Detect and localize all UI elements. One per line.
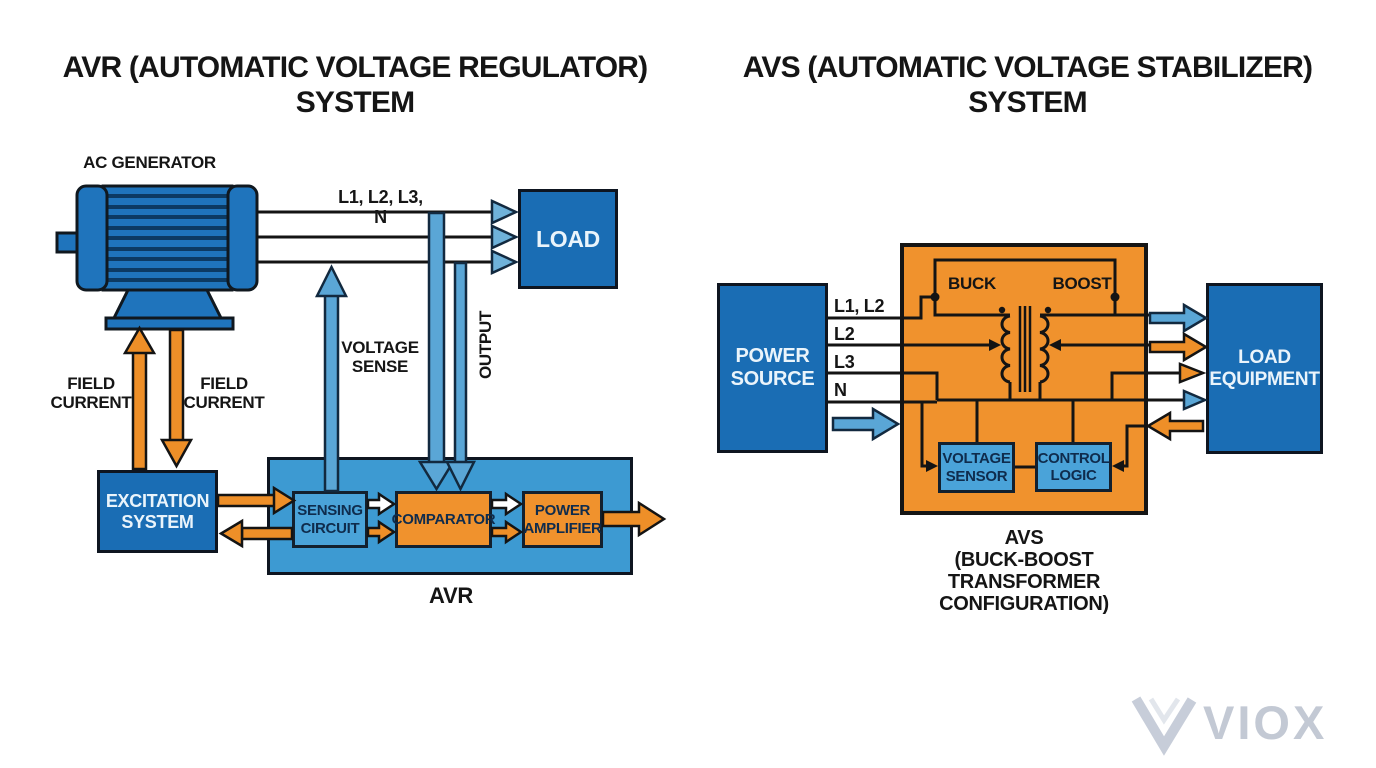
power-source-box: POWER SOURCE: [717, 283, 828, 453]
voltage-sensor-box: VOLTAGE SENSOR: [938, 442, 1015, 493]
field-current-label-left: FIELD CURRENT: [50, 374, 132, 413]
avs-caption-line2: (BUCK-BOOST TRANSFORMER: [947, 549, 1101, 593]
power-source-arrow: [831, 406, 901, 442]
excitation-system-label: EXCITATION SYSTEM: [105, 490, 210, 532]
line-label-l1l2: L1, L2: [834, 296, 885, 316]
load-equipment-label: LOAD EQUIPMENT: [1209, 346, 1320, 390]
output-label: OUTPUT: [476, 310, 495, 380]
comparator-label: COMPARATOR: [391, 510, 496, 528]
avs-caption: AVS (BUCK-BOOST TRANSFORMER CONFIGURATIO…: [879, 527, 1169, 615]
avs-title-line1: AVS (AUTOMATIC VOLTAGE STABILIZER): [742, 51, 1313, 84]
avs-caption-line3: CONFIGURATION): [939, 593, 1109, 615]
load-return-arrow: [1145, 410, 1205, 442]
avs-caption-line1: AVS: [1004, 527, 1044, 549]
viox-logo-mark: [1131, 696, 1197, 756]
power-amplifier-label: POWER AMPLIFIER: [523, 502, 602, 537]
load-input-arrowheads: [490, 199, 520, 275]
ac-generator-label: AC GENERATOR: [83, 153, 216, 172]
field-current-label-right: FIELD CURRENT: [183, 374, 265, 413]
comparator-box: COMPARATOR: [392, 491, 496, 548]
sensing-circuit-label: SENSING CIRCUIT: [297, 502, 363, 537]
sensing-circuit-box: SENSING CIRCUIT: [292, 491, 368, 548]
power-amplifier-box: POWER AMPLIFIER: [522, 491, 603, 548]
power-source-label: POWER SOURCE: [730, 345, 815, 390]
excitation-system-box: EXCITATION SYSTEM: [97, 470, 218, 553]
control-logic-label: CONTROL LOGIC: [1037, 449, 1110, 484]
phase-lines-label: L1, L2, L3, N: [338, 187, 423, 228]
output-feedback-arrows: [417, 211, 477, 492]
voltage-sense-label: VOLTAGE SENSE: [341, 338, 419, 377]
line-label-n: N: [834, 380, 847, 400]
buck-label: BUCK: [948, 274, 996, 293]
avs-output-arrows: [1145, 302, 1209, 442]
control-logic-box: CONTROL LOGIC: [1035, 442, 1112, 492]
load-box-label: LOAD: [536, 225, 600, 252]
avr-title-line2: SYSTEM: [295, 86, 415, 120]
ac-generator-illustration: [55, 184, 259, 331]
load-box: LOAD: [518, 189, 618, 289]
line-label-l2: L2: [834, 324, 855, 344]
boost-label: BOOST: [1052, 274, 1112, 293]
avr-caption: AVR: [429, 583, 473, 608]
voltage-sensor-label: VOLTAGE SENSOR: [942, 450, 1011, 485]
avr-title-line1: AVR (AUTOMATIC VOLTAGE REGULATOR): [62, 51, 648, 84]
load-equipment-box: LOAD EQUIPMENT: [1206, 283, 1323, 454]
viox-logo-text: VIOX: [1203, 696, 1328, 749]
avs-title-line2: SYSTEM: [968, 86, 1087, 120]
avr-title: AVR (AUTOMATIC VOLTAGE REGULATOR) SYSTEM: [60, 50, 650, 121]
line-label-l3: L3: [834, 352, 855, 372]
avs-title: AVS (AUTOMATIC VOLTAGE STABILIZER) SYSTE…: [740, 50, 1315, 121]
